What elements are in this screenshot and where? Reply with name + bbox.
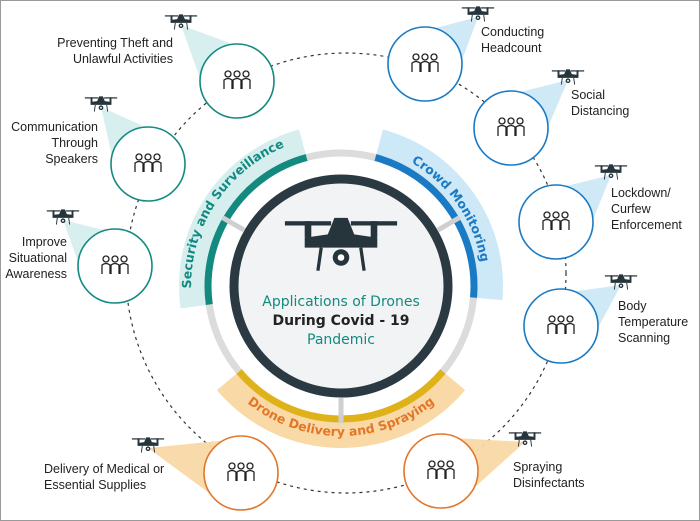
label-line: Essential Supplies: [44, 478, 146, 492]
label-line: Speakers: [45, 152, 98, 166]
social-distancing-icon: [497, 117, 525, 136]
application-circle: [387, 26, 463, 102]
city-scene-icon: [101, 255, 129, 274]
label-line: Temperature: [618, 315, 688, 329]
label-line: Situational: [9, 251, 67, 265]
center-title-line3: Pandemic: [307, 332, 375, 348]
spraying-house-icon: [427, 460, 455, 479]
label-line: Awareness: [5, 267, 67, 281]
application-circle: [203, 435, 279, 511]
ring-spoke: [221, 215, 246, 233]
label-line: Delivery of Medical or: [44, 462, 164, 476]
application-circle: [403, 433, 479, 509]
label-line: Headcount: [481, 41, 542, 55]
label-line: Improve: [22, 235, 67, 249]
speakers-chat-icon: [134, 153, 162, 172]
label-line: Enforcement: [611, 218, 682, 232]
label-line: Spraying: [513, 460, 562, 474]
small-drone-icon: [46, 209, 80, 225]
application-circle: [77, 228, 153, 304]
center-title-line2: During Covid - 19: [272, 313, 409, 329]
small-drone-icon: [604, 274, 638, 290]
label-line: Curfew: [611, 202, 652, 216]
connector-dashed-ring: [125, 52, 567, 494]
small-drone-icon: [594, 164, 628, 180]
security-band: [178, 129, 307, 309]
security-arc: [204, 154, 308, 305]
application-circle: [518, 184, 594, 260]
crowd-arc: [374, 154, 478, 298]
curfew-guard-icon: [542, 211, 570, 230]
ring-spokes: [221, 215, 461, 423]
center-drone-icon: [284, 217, 398, 271]
ring-spoke: [436, 215, 461, 233]
delivery-band: [216, 371, 466, 448]
center-title-line1: Applications of Drones: [262, 294, 420, 310]
center-circle: [229, 174, 453, 398]
label-line: Social: [571, 88, 605, 102]
label-line: Disinfectants: [513, 476, 585, 490]
application-circle: [473, 90, 549, 166]
application-circle: [199, 43, 275, 119]
small-drone-icon: [461, 6, 495, 22]
center-drone-icon: [284, 217, 398, 271]
label-line: Body: [618, 299, 647, 313]
small-drone-icon: [508, 431, 542, 447]
small-drone-icon: [164, 14, 198, 30]
application-label: Delivery of Medical or Essential Supplies: [44, 462, 164, 492]
label-line: Communication: [11, 120, 98, 134]
label-line: Distancing: [571, 104, 629, 118]
thief-house-icon: [223, 70, 251, 89]
label-line: Preventing Theft and: [57, 36, 173, 50]
application-circle: [523, 288, 599, 364]
label-line: Through: [51, 136, 98, 150]
supplies-delivery-icon: [227, 462, 255, 481]
application-node-delivery: Delivery of Medical or Essential Supplies: [44, 435, 279, 511]
label-line: Conducting: [481, 25, 544, 39]
label-line: Unlawful Activities: [73, 52, 173, 66]
label-line: Lockdown/: [611, 186, 671, 200]
body-temperature-icon: [547, 315, 575, 334]
application-circle: [110, 126, 186, 202]
small-drone-icon: [84, 96, 118, 112]
small-drone-icon: [131, 437, 165, 453]
crowd-icon: [411, 53, 439, 72]
small-drone-icon: [551, 69, 585, 85]
label-line: Scanning: [618, 331, 670, 345]
